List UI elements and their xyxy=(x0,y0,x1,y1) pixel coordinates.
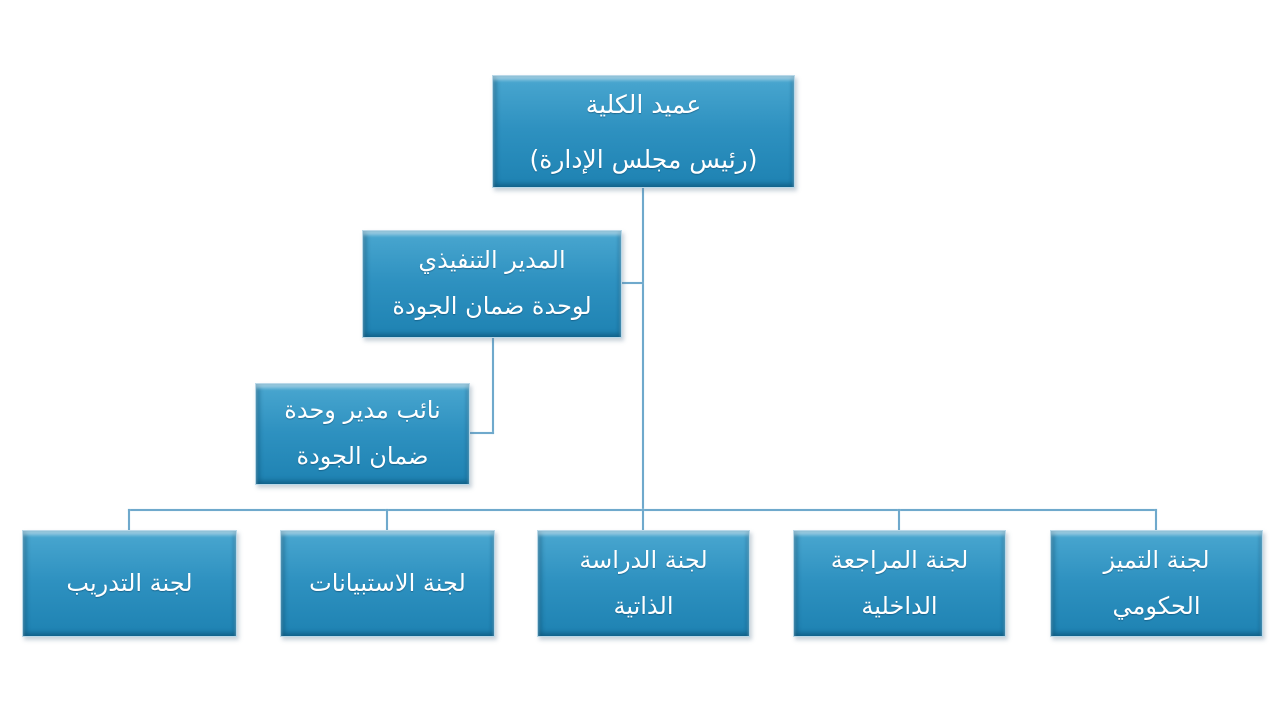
committee-label: لجنة التميز الحكومي xyxy=(1103,545,1210,620)
node-deputy-director-label: نائب مدير وحدة ضمان الجودة xyxy=(284,396,441,470)
connector-drop-self-study xyxy=(642,509,644,532)
node-dean-label: عميد الكلية (رئيس مجلس الإدارة) xyxy=(529,89,758,174)
connector-dean-vertical xyxy=(642,188,644,511)
committee-label: لجنة المراجعة الداخلية xyxy=(830,545,969,620)
node-committee-gov-excellence: لجنة التميز الحكومي xyxy=(1050,530,1263,637)
node-committee-training: لجنة التدريب xyxy=(22,530,237,637)
connector-executive-horizontal xyxy=(622,282,643,284)
committee-label: لجنة الدراسة الذاتية xyxy=(579,545,708,620)
committee-label: لجنة الاستبيانات xyxy=(309,568,466,597)
node-dean: عميد الكلية (رئيس مجلس الإدارة) xyxy=(492,75,795,188)
connector-drop-questionnaires xyxy=(386,509,388,532)
connector-drop-gov-excellence xyxy=(1155,509,1157,532)
connector-deputy-horizontal xyxy=(470,432,494,434)
node-committee-internal-review: لجنة المراجعة الداخلية xyxy=(793,530,1006,637)
node-executive-director-label: المدير التنفيذي لوحدة ضمان الجودة xyxy=(392,246,592,320)
connector-drop-internal-review xyxy=(898,509,900,532)
connector-executive-vertical xyxy=(492,338,494,434)
node-committee-questionnaires: لجنة الاستبيانات xyxy=(280,530,495,637)
node-deputy-director: نائب مدير وحدة ضمان الجودة xyxy=(255,383,470,485)
committee-label: لجنة التدريب xyxy=(66,568,193,597)
node-executive-director: المدير التنفيذي لوحدة ضمان الجودة xyxy=(362,230,622,338)
connector-drop-training xyxy=(128,509,130,532)
node-committee-self-study: لجنة الدراسة الذاتية xyxy=(537,530,750,637)
